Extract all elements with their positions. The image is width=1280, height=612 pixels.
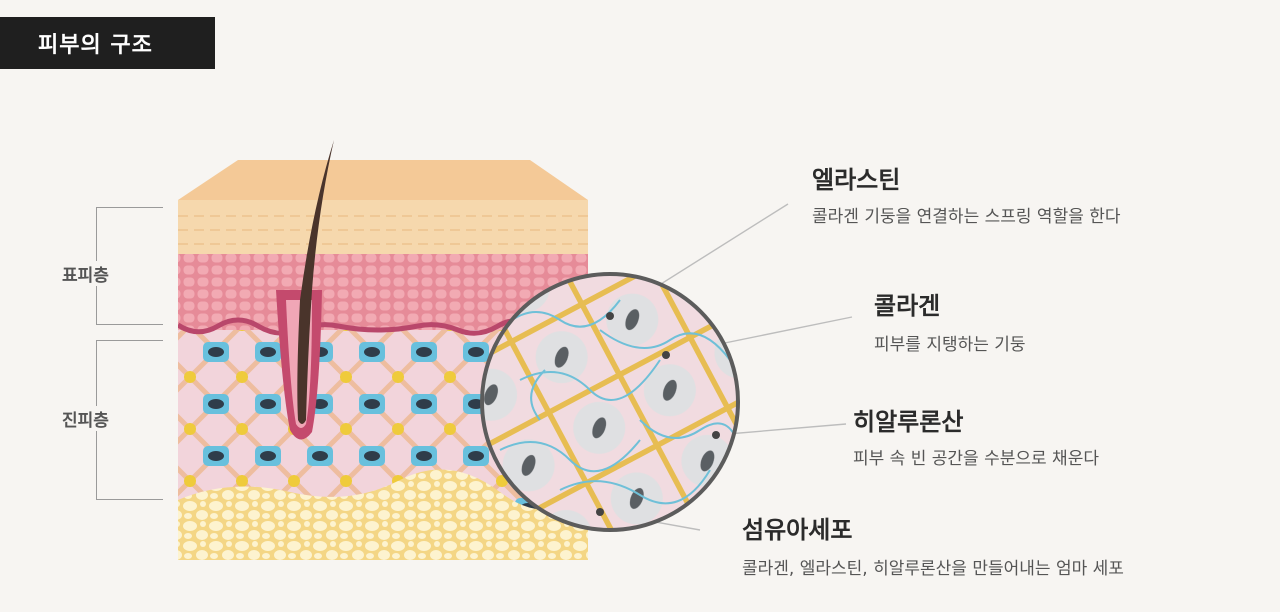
dermis-label: 진피층	[60, 406, 111, 431]
hyaluronic-desc: 피부 속 빈 공간을 수분으로 채운다	[853, 449, 1099, 469]
epidermis-label: 표피층	[60, 261, 111, 286]
hair-follicle	[276, 140, 334, 440]
fibroblast-desc: 콜라겐, 엘라스틴, 히알루론산을 만들어내는 엄마 세포	[742, 559, 1124, 579]
elastin-desc: 콜라겐 기둥을 연결하는 스프링 역할을 한다	[812, 207, 1121, 227]
skin-block-top	[178, 160, 588, 200]
hyaluronic-title: 히알루론산	[853, 408, 964, 436]
zoom-circle	[480, 272, 740, 532]
page-title: 피부의 구조	[0, 17, 215, 69]
fibroblast-title: 섬유아세포	[742, 516, 853, 544]
collagen-desc: 피부를 지탱하는 기둥	[874, 335, 1026, 355]
skin-block	[178, 200, 588, 560]
collagen-title: 콜라겐	[874, 292, 941, 320]
elastin-title: 엘라스틴	[812, 166, 901, 194]
